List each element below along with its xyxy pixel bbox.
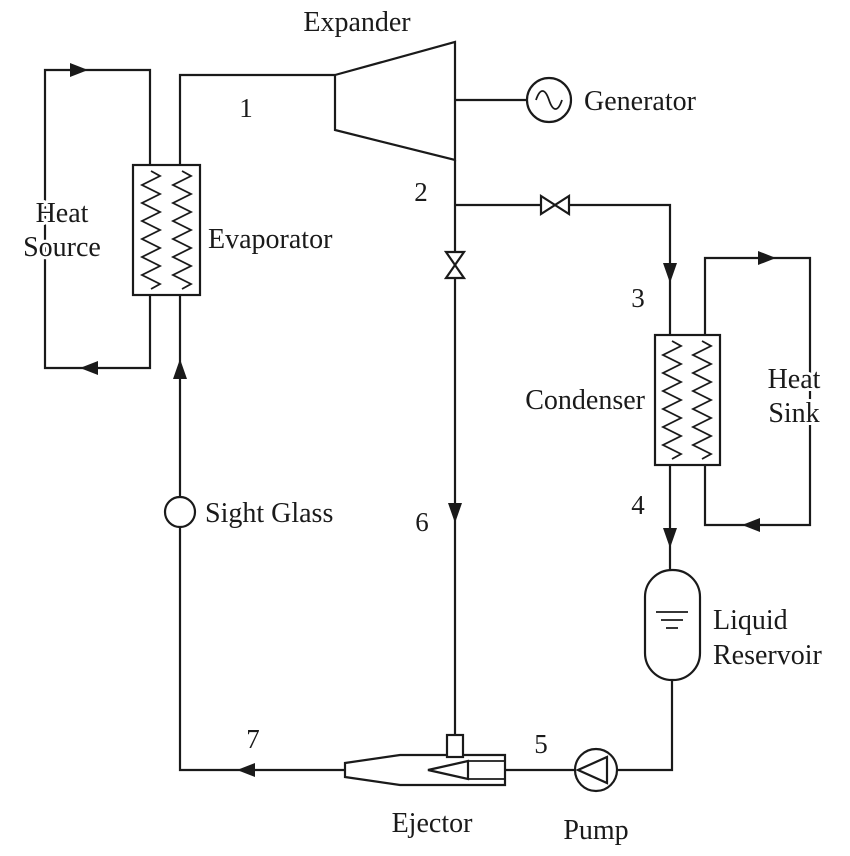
pipe-heat-sink-loop xyxy=(703,256,812,527)
sight-glass xyxy=(163,495,197,529)
valve-main-top-triangle xyxy=(443,250,467,267)
heat-sink-label-line2: Sink xyxy=(768,398,819,429)
evaporator xyxy=(131,163,202,297)
valve-main-line xyxy=(443,250,467,280)
ejector xyxy=(343,733,507,787)
reservoir-liquid-level-icon xyxy=(656,611,688,629)
sight-glass-label: Sight Glass xyxy=(205,498,333,529)
expander-shape xyxy=(333,40,457,162)
ejector-body xyxy=(343,753,507,787)
arrow-line6-down xyxy=(448,503,462,523)
state-point-7: 7 xyxy=(246,724,260,754)
evaporator-label: Evaporator xyxy=(208,224,333,255)
state-point-6: 6 xyxy=(415,507,429,537)
state-point-3: 3 xyxy=(631,283,645,313)
state-point-4: 4 xyxy=(631,490,645,520)
flow-arrows xyxy=(70,63,776,777)
arrow-heat-sink-in xyxy=(742,518,760,532)
pipe-heat-source-loop xyxy=(43,68,152,370)
valve-branch-left-triangle xyxy=(539,193,558,217)
ejector-nozzle-lines xyxy=(468,760,505,780)
heat-source-label-line2: Source xyxy=(23,232,101,263)
valve-branch xyxy=(539,193,571,217)
evaporator-coil-2 xyxy=(170,170,194,290)
reservoir-vessel xyxy=(643,568,702,682)
pump-label: Pump xyxy=(563,815,628,846)
condenser-coil-1 xyxy=(660,340,684,460)
expander-label: Expander xyxy=(303,7,411,38)
condenser xyxy=(653,333,722,467)
liquid-reservoir xyxy=(643,568,702,682)
arrow-heat-source-in xyxy=(70,63,88,77)
liquid-reservoir-label-line2: Reservoir xyxy=(713,640,823,671)
arrow-line7-left xyxy=(237,763,255,777)
arrow-heat-source-out xyxy=(80,361,98,375)
pipe-reservoir-to-pump xyxy=(617,680,674,772)
evaporator-coil-1 xyxy=(139,170,163,290)
pump-impeller-triangle xyxy=(575,755,609,785)
state-point-1: 1 xyxy=(239,93,253,123)
labels: Expander Generator Heat Source Evaporato… xyxy=(20,4,825,849)
pipe-branch-to-condenser xyxy=(455,203,672,335)
pipe-evaporator-to-expander xyxy=(178,73,335,165)
arrow-to-evaporator-up xyxy=(173,359,187,379)
heat-source-label-line1: Heat xyxy=(36,198,89,229)
ejector-label: Ejector xyxy=(392,808,474,839)
heat-sink-label-line1: Heat xyxy=(768,364,821,395)
condenser-coil-2 xyxy=(690,340,714,460)
generator xyxy=(525,76,573,124)
arrow-heat-sink-out xyxy=(758,251,776,265)
state-point-2: 2 xyxy=(414,177,428,207)
generator-sine-icon xyxy=(535,90,563,110)
arrow-to-condenser-down xyxy=(663,263,677,283)
condenser-label: Condenser xyxy=(525,385,645,416)
ejector-suction-port xyxy=(445,733,465,759)
generator-label: Generator xyxy=(584,86,697,117)
liquid-reservoir-label-line1: Liquid xyxy=(713,605,788,636)
ejector-motive-nozzle xyxy=(427,759,470,781)
state-point-numbers: 1 2 3 4 5 6 7 xyxy=(237,91,648,762)
valve-main-bottom-triangle xyxy=(443,263,467,280)
valve-branch-right-triangle xyxy=(552,193,571,217)
arrow-to-reservoir-down xyxy=(663,528,677,548)
pump xyxy=(573,747,619,793)
expander xyxy=(333,40,457,162)
state-point-5: 5 xyxy=(534,729,548,759)
sight-glass-symbol xyxy=(163,495,197,529)
pipe-ejector-to-evaporator xyxy=(178,295,345,772)
